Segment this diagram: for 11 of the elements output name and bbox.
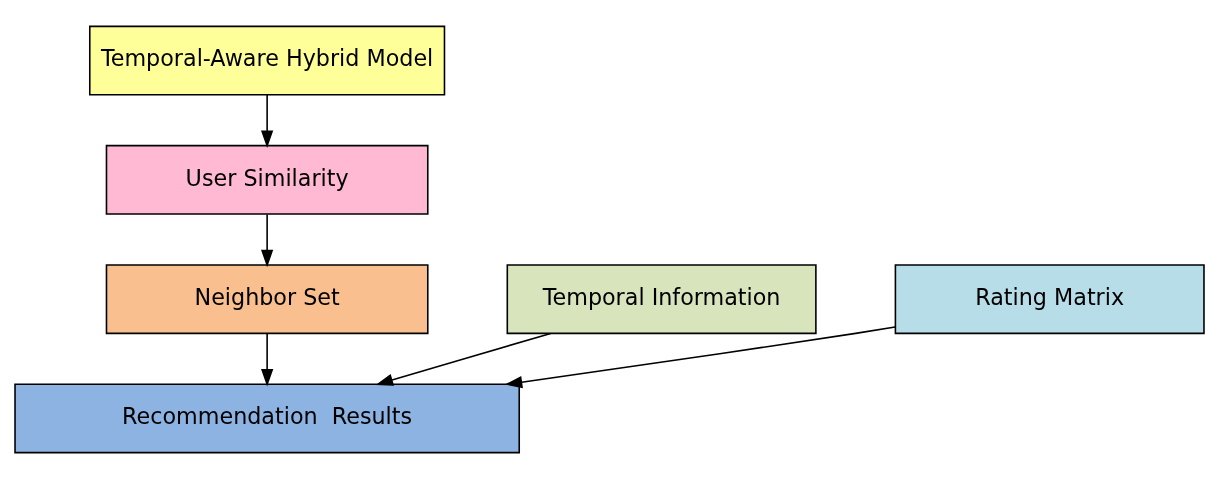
node-box: Recommendation Results [14,383,521,454]
arrow [375,332,552,386]
arrow [261,94,274,149]
node-box: Rating Matrix [894,264,1205,335]
node-box: Neighbor Set [105,264,429,335]
arrow [504,326,896,389]
arrow [261,213,274,268]
node-box: Temporal-Aware Hybrid Model [89,25,446,96]
arrow [261,332,274,387]
node-box: User Similarity [105,144,429,215]
node-box: Temporal Information [506,264,817,335]
